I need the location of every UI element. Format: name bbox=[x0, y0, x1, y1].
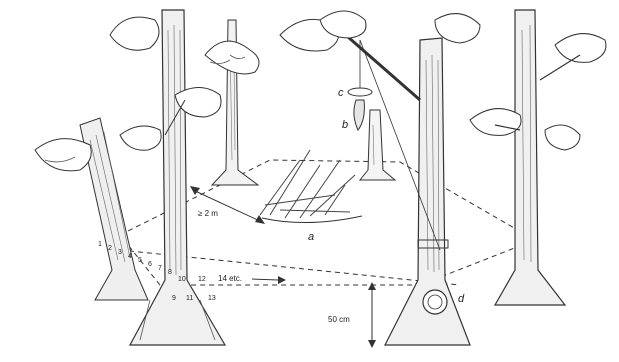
tree-number-8: 8 bbox=[168, 269, 172, 276]
label-a: a bbox=[308, 231, 314, 243]
tree-far-right bbox=[470, 10, 606, 305]
etc-arrowhead bbox=[278, 276, 286, 284]
etc-label: 14 etc. bbox=[218, 274, 242, 283]
tree-back-right bbox=[360, 110, 395, 180]
tree-number-4: 4 bbox=[128, 253, 132, 260]
tree-number-7: 7 bbox=[158, 265, 162, 272]
tree-number-1: 1 bbox=[98, 241, 102, 248]
height-arrowhead-bottom bbox=[368, 340, 376, 348]
label-d: d bbox=[458, 293, 465, 305]
trunk-disc bbox=[423, 290, 447, 314]
tree-number-3: 3 bbox=[118, 249, 122, 256]
height-label: 50 cm bbox=[328, 315, 350, 324]
tree-number-10: 10 bbox=[178, 276, 186, 283]
tree-number-11: 11 bbox=[186, 295, 193, 302]
height-arrowhead-top bbox=[368, 282, 376, 290]
min-distance-label: ≥ 2 m bbox=[198, 209, 218, 218]
tree-number-12: 12 bbox=[198, 276, 206, 283]
hanging-bag bbox=[354, 100, 364, 130]
tree-number-2: 2 bbox=[108, 245, 112, 252]
tree-number-6: 6 bbox=[148, 261, 152, 268]
distance-arrowhead-start bbox=[190, 186, 200, 195]
tree-number-13: 13 bbox=[208, 295, 216, 302]
distance-arrowhead-end bbox=[255, 215, 265, 224]
label-c: c bbox=[338, 87, 344, 99]
tree-number-9: 9 bbox=[172, 295, 176, 302]
label-b: b bbox=[342, 119, 348, 131]
hanging-ring bbox=[348, 88, 372, 96]
tree-number-5: 5 bbox=[138, 257, 142, 264]
etc-arrow bbox=[252, 279, 278, 280]
